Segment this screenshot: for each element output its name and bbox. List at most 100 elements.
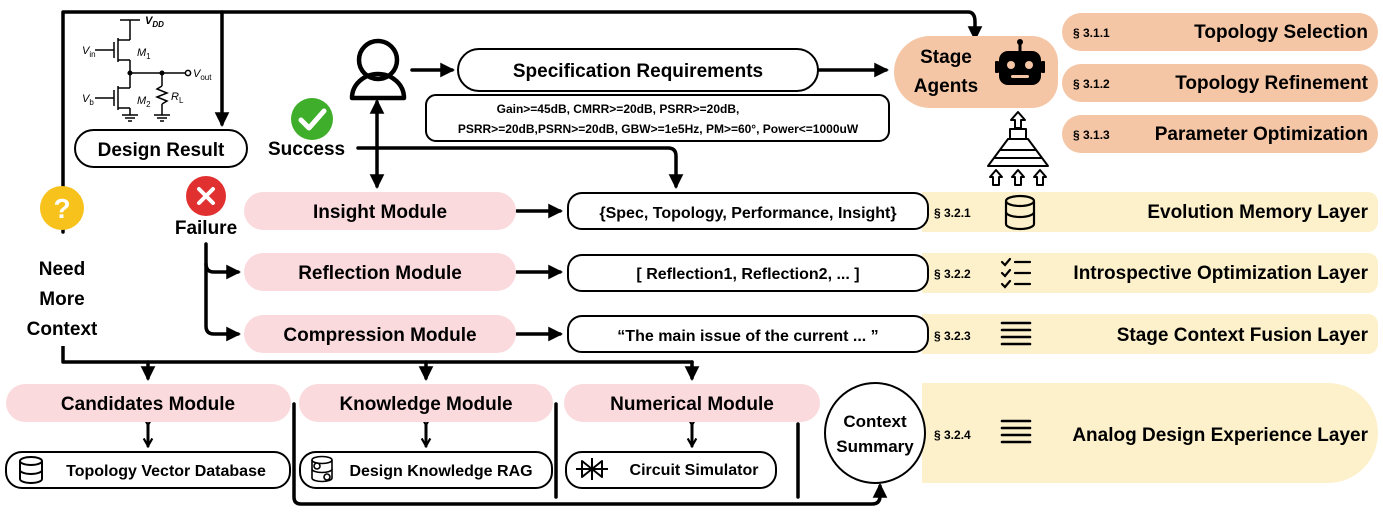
success-label: Success [268, 139, 345, 160]
failure-label: Failure [175, 218, 237, 239]
design-result-box: Design Result [74, 129, 248, 168]
svg-text:More: More [39, 289, 84, 310]
m2-label: M2 [137, 95, 151, 109]
agent-section-1: § 3.1.1 Topology Selection [1062, 13, 1378, 51]
failure-cross-icon [186, 176, 226, 216]
layer-band-fusion [922, 314, 1378, 354]
lines-icon [1000, 321, 1032, 346]
layer-bands [922, 192, 1378, 483]
bidirectional-arrows [142, 416, 698, 449]
svg-text:Design Knowledge RAG: Design Knowledge RAG [349, 463, 532, 480]
agent-section-3: § 3.1.3 Parameter Optimization [1062, 115, 1378, 153]
knowledge-module: Knowledge Module [299, 384, 553, 422]
robot-icon [995, 39, 1045, 85]
loop-to-design-result [61, 10, 230, 234]
svg-text:§ 3.2.1: § 3.2.1 [934, 206, 971, 220]
context-summary: Context Summary [824, 382, 926, 484]
database-icon [19, 456, 43, 484]
compression-output: “The main issue of the current ... ” [567, 315, 929, 353]
vdd-label: VDD [145, 15, 164, 29]
svg-text:Evolution Memory Layer: Evolution Memory Layer [1147, 202, 1368, 223]
insight-module: Insight Module [244, 192, 516, 230]
circuit-simulator-box: Circuit Simulator [565, 451, 777, 489]
numerical-module: Numerical Module [564, 384, 820, 422]
success-to-insight-output [356, 146, 684, 189]
layer-band-analog [922, 383, 1378, 483]
layer-band-introspective [922, 253, 1378, 293]
svg-text:§ 3.2.2: § 3.2.2 [934, 267, 971, 281]
svg-text:Stage: Stage [920, 47, 972, 68]
vin-label: Vin [82, 45, 96, 59]
compression-module: Compression Module [244, 315, 516, 353]
svg-text:Summary: Summary [836, 437, 914, 456]
transmission-gate-icon [576, 458, 608, 480]
agent-section-2: § 3.1.2 Topology Refinement [1062, 64, 1378, 102]
rl-label: RL [171, 91, 184, 105]
svg-text:§ 3.1.3: § 3.1.3 [1073, 128, 1110, 142]
svg-text:Circuit Simulator: Circuit Simulator [630, 462, 759, 479]
design-knowledge-rag-box: Design Knowledge RAG [299, 451, 553, 489]
svg-text:Topology Selection: Topology Selection [1194, 22, 1368, 43]
svg-text:Introspective Optimization Lay: Introspective Optimization Layer [1073, 263, 1368, 284]
stage-agents: Stage Agents [894, 36, 1058, 108]
lines-icon [1000, 419, 1032, 444]
svg-text:Context: Context [27, 319, 98, 340]
svg-text:[ Reflection1, Reflection2, ..: [ Reflection1, Reflection2, ... ] [636, 266, 859, 283]
svg-text:§ 3.1.1: § 3.1.1 [1073, 26, 1110, 40]
design-result-label: Design Result [98, 140, 225, 161]
spec-requirements-label: Specification Requirements [513, 61, 763, 82]
vb-label: Vb [82, 93, 94, 107]
question-icon: ? [40, 186, 84, 230]
layer-introspective: § 3.2.2 Introspective Optimization Layer [934, 257, 1369, 289]
reflection-output: [ Reflection1, Reflection2, ... ] [567, 254, 929, 292]
reflection-module: Reflection Module [244, 253, 516, 291]
svg-text:Knowledge Module: Knowledge Module [339, 394, 512, 415]
svg-text:Context: Context [843, 412, 907, 431]
svg-text:Gain>=45dB, CMRR>=20dB, PSRR>=: Gain>=45dB, CMRR>=20dB, PSRR>=20dB, [497, 102, 740, 116]
svg-text:§ 3.2.3: § 3.2.3 [934, 329, 971, 343]
svg-text:Agents: Agents [914, 76, 978, 97]
svg-text:{Spec, Topology, Performance,: {Spec, Topology, Performance, Insight} [599, 205, 896, 222]
context-bus [61, 343, 694, 364]
svg-text:Reflection Module: Reflection Module [298, 263, 462, 284]
success-check-icon [291, 98, 333, 140]
svg-text:Compression Module: Compression Module [283, 325, 476, 346]
schematic-labels: VDD Vin M1 Vout Vb M2 RL [82, 15, 212, 109]
candidates-module: Candidates Module [6, 384, 291, 422]
loop-to-stage-agents [220, 10, 983, 41]
svg-text:Analog Design Experience Layer: Analog Design Experience Layer [1072, 425, 1368, 446]
svg-text:Parameter Optimization: Parameter Optimization [1155, 124, 1368, 145]
topology-vector-database-box: Topology Vector Database [5, 451, 291, 489]
need-more-context-label: Need More Context [20, 250, 108, 346]
layer-evolution: § 3.2.1 Evolution Memory Layer [934, 194, 1369, 231]
spec-values-box: Gain>=45dB, CMRR>=20dB, PSRR>=20dB, PSRR… [425, 94, 890, 142]
svg-text:Candidates Module: Candidates Module [61, 394, 235, 415]
svg-text:PSRR>=20dB,PSRN>=20dB, GBW>=1e: PSRR>=20dB,PSRN>=20dB, GBW>=1e5Hz, PM>=6… [458, 122, 859, 136]
layer-band-evolution [922, 192, 1378, 232]
layer-fusion: § 3.2.3 Stage Context Fusion Layer [934, 321, 1369, 346]
vout-label: Vout [193, 68, 212, 82]
svg-text:§ 3.1.2: § 3.1.2 [1073, 77, 1110, 91]
svg-text:§ 3.2.4: § 3.2.4 [934, 428, 971, 442]
svg-text:?: ? [53, 193, 70, 224]
svg-text:Topology Vector Database: Topology Vector Database [66, 463, 266, 480]
checklist-icon [1000, 257, 1032, 289]
svg-text:Numerical Module: Numerical Module [610, 394, 774, 415]
m1-label: M1 [137, 47, 151, 61]
failure-to-compression [204, 262, 241, 342]
candidates-to-summary [292, 402, 888, 506]
svg-text:“The main issue of the current: “The main issue of the current ... ” [617, 328, 878, 345]
user-icon [349, 38, 407, 101]
svg-text:Stage Context Fusion Layer: Stage Context Fusion Layer [1117, 325, 1369, 346]
svg-text:Topology Refinement: Topology Refinement [1175, 73, 1368, 94]
failure-to-reflection [204, 242, 241, 280]
spec-requirements-box: Specification Requirements [457, 48, 819, 92]
insight-output: {Spec, Topology, Performance, Insight} [567, 192, 929, 230]
layer-analog: § 3.2.4 Analog Design Experience Layer [934, 419, 1369, 446]
svg-text:Insight Module: Insight Module [313, 202, 447, 223]
funnel-merge-icon [987, 111, 1049, 186]
svg-text:Need: Need [39, 259, 85, 280]
amplifier-schematic [95, 19, 192, 122]
connectors [61, 10, 983, 506]
